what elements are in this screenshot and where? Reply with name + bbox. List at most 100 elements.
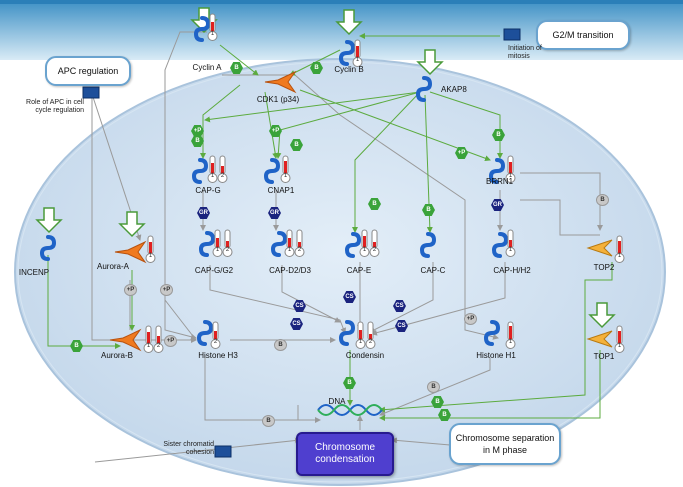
- thermometers: [143, 13, 625, 353]
- map-icon-cohesion: [214, 445, 232, 458]
- phospho-badge[interactable]: +P: [164, 335, 177, 347]
- cap-g-g2-glyph: [198, 231, 216, 257]
- label-cap-h-h2[interactable]: CAP-H/H2: [493, 266, 531, 275]
- binding-badge[interactable]: B: [422, 204, 435, 216]
- histone-h1-glyph: [483, 320, 501, 346]
- complex-badge[interactable]: CS: [290, 318, 303, 330]
- dna-helix: [317, 404, 383, 416]
- map-icon-apc: [82, 86, 100, 99]
- label-cap-g[interactable]: CAP-G: [195, 186, 221, 195]
- complex-badge[interactable]: CS: [343, 291, 356, 303]
- label-cap-e[interactable]: CAP-E: [346, 266, 372, 275]
- map-label-apc[interactable]: Role of APC in cell cycle regulation: [26, 99, 84, 114]
- binding-badge[interactable]: B: [290, 139, 303, 151]
- binding-badge[interactable]: B: [438, 409, 451, 421]
- complex-badge[interactable]: CS: [293, 300, 306, 312]
- group-badge[interactable]: GR: [491, 199, 504, 211]
- thermometer-value: 2: [225, 247, 230, 253]
- input-arrow-incenp: [35, 207, 63, 234]
- phospho-badge[interactable]: +P: [455, 147, 468, 159]
- thermometer-value: 2: [368, 339, 373, 345]
- protein-glyphs: [39, 16, 509, 346]
- thermometer-value: 1: [508, 173, 513, 179]
- label-top1[interactable]: TOP1: [593, 352, 615, 361]
- label-histone-h3[interactable]: Histone H3: [198, 351, 238, 360]
- label-histone-h1[interactable]: Histone H1: [476, 351, 516, 360]
- binding-badge[interactable]: B: [230, 62, 243, 74]
- map-label-initiation-mitosis[interactable]: Initiation of mitosis: [508, 45, 542, 60]
- process-apc-regulation[interactable]: APC regulation: [45, 56, 131, 86]
- phospho-badge[interactable]: +P: [269, 125, 282, 137]
- top1-glyph: [586, 330, 613, 348]
- label-cyclin-b[interactable]: Cyclin B: [334, 65, 364, 74]
- map-icon-g2m: [503, 28, 521, 41]
- cnap1-glyph: [263, 158, 281, 184]
- label-akap8[interactable]: AKAP8: [441, 85, 467, 94]
- binding-badge[interactable]: B: [596, 194, 609, 206]
- binding-badge[interactable]: B: [274, 339, 287, 351]
- binding-badge[interactable]: B: [492, 129, 505, 141]
- binding-badge[interactable]: B: [70, 340, 83, 352]
- thermometer-value: 1: [210, 173, 215, 179]
- thermometer-value: 1: [287, 247, 292, 253]
- binding-badge[interactable]: B: [191, 135, 204, 147]
- label-incenp[interactable]: INCENP: [18, 268, 50, 277]
- phospho-badge[interactable]: +P: [160, 284, 173, 296]
- binding-badge[interactable]: B: [310, 62, 323, 74]
- thermometer-value: 1: [362, 247, 367, 253]
- input-arrow-top1: [588, 302, 616, 329]
- label-cap-d2-d3[interactable]: CAP-D2/D3: [269, 266, 311, 275]
- label-cyclin-a[interactable]: Cyclin A: [192, 63, 222, 72]
- cap-g-glyph: [191, 158, 209, 184]
- process-g2m-transition[interactable]: G2/M transition: [536, 20, 630, 50]
- thermometer-value: 1: [358, 339, 363, 345]
- akap8-glyph: [415, 76, 433, 102]
- binding-badge[interactable]: B: [431, 396, 444, 408]
- label-cdk1[interactable]: CDK1 (p34): [256, 95, 300, 104]
- binding-badge[interactable]: B: [427, 381, 440, 393]
- thermometer-value: 1: [355, 57, 360, 63]
- activation-edges: [47, 33, 613, 421]
- thermometer-value: 1: [508, 339, 513, 345]
- process-chromosome-separation[interactable]: Chromosome separation in M phase: [449, 423, 561, 465]
- label-condensin[interactable]: Condensin: [345, 351, 385, 360]
- phospho-badge[interactable]: +P: [191, 125, 204, 137]
- label-cap-c[interactable]: CAP-C: [420, 266, 446, 275]
- label-top2[interactable]: TOP2: [593, 263, 615, 272]
- binding-badge[interactable]: B: [343, 377, 356, 389]
- group-badge[interactable]: GR: [197, 207, 210, 219]
- binding-badge[interactable]: B: [262, 415, 275, 427]
- cyclin-a-glyph: [193, 16, 211, 42]
- thermometer-value: 2: [213, 339, 218, 345]
- thermometer-value: 2: [220, 173, 225, 179]
- binding-badge[interactable]: B: [368, 198, 381, 210]
- process-chromosome-condensation[interactable]: Chromosome condensation: [296, 432, 394, 476]
- label-aurora-a[interactable]: Aurora-A: [96, 262, 130, 271]
- map-label-sister-chromatid[interactable]: Sister chromatid cohesion: [163, 441, 214, 456]
- label-aurora-b[interactable]: Aurora-B: [100, 351, 134, 360]
- top2-glyph: [586, 239, 613, 257]
- kinase-glyphs: [109, 70, 297, 352]
- thermometer-value: 1: [283, 173, 288, 179]
- complex-badge[interactable]: CS: [395, 320, 408, 332]
- cyclin-b-glyph: [338, 40, 356, 66]
- label-cnap1[interactable]: CNAP1: [267, 186, 295, 195]
- histone-h3-glyph: [196, 320, 214, 346]
- thermometer-value: 1: [215, 247, 220, 253]
- thermometer-value: 1: [146, 343, 151, 349]
- thermometer-value: 2: [156, 343, 161, 349]
- phospho-badge[interactable]: +P: [464, 313, 477, 325]
- label-cap-g-g2[interactable]: CAP-G/G2: [194, 266, 234, 275]
- label-dna[interactable]: DNA: [328, 397, 346, 406]
- input-arrow-akap8: [416, 49, 444, 76]
- map-icons: [82, 28, 521, 458]
- cdk1-glyph: [264, 70, 297, 94]
- label-brrn1[interactable]: BRRN1: [486, 177, 514, 186]
- condensin-glyph: [338, 320, 356, 346]
- topo-glyphs: [586, 239, 613, 348]
- phospho-badge[interactable]: +P: [124, 284, 137, 296]
- group-badge[interactable]: GR: [268, 207, 281, 219]
- complex-badge[interactable]: CS: [393, 300, 406, 312]
